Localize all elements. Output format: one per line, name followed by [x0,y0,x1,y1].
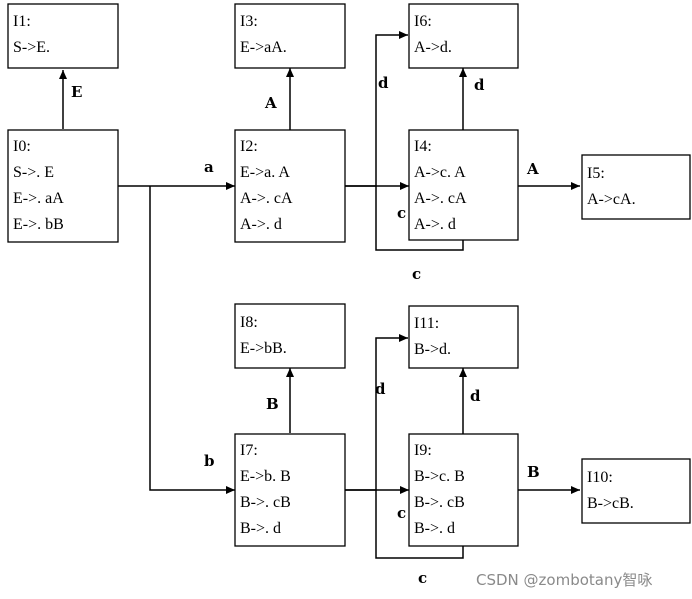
state-i2-item: E->a. A [240,164,290,181]
edge-i7-i11 [345,334,408,491]
state-i0-title: I0: [13,138,31,155]
state-i9-title: I9: [414,442,432,459]
state-i4: I4: A->c. A A->. cA A->. d [408,129,519,241]
state-i8-item: E->bB. [240,340,287,357]
state-i7-title: I7: [240,442,258,459]
state-i11: I11: B->d. [408,305,519,369]
edge-label-i0-i2: a [204,158,214,176]
state-i4-item: A->. cA [414,190,467,207]
state-i4-item: A->c. A [414,164,466,181]
state-i3: I3: E->aA. [234,3,346,69]
state-i5-item: A->cA. [587,191,636,208]
edge-label-i0-i7: b [204,452,215,470]
state-i0: I0: S->. E E->. aA E->. bB [7,129,119,243]
edge-label-i7-i11: d [375,380,386,398]
state-i4-item: A->. d [414,216,456,233]
state-i9: I9: B->c. B B->. cB B->. d [408,433,519,547]
state-i9-item: B->. d [414,520,455,537]
state-i1: I1: S->E. [7,3,119,69]
state-i11-item: B->d. [414,341,451,358]
state-i6-title: I6: [414,13,432,30]
edge-label-i9-self: c [418,569,427,587]
edge-label-i2-i3: A [264,94,277,112]
state-i8-title: I8: [240,314,258,331]
state-i7: I7: E->b. B B->. cB B->. d [234,433,346,547]
edge-label-i9-i11: d [470,387,481,405]
state-i2-title: I2: [240,138,258,155]
edge-label-i4-i6: d [474,76,485,94]
state-i5: I5: A->cA. [581,154,691,220]
watermark-text: CSDN @zombotany智咏 [476,571,652,589]
state-i2-item: A->. cA [240,190,293,207]
state-i3-item: E->aA. [240,39,287,56]
edge-i0-i7 [149,186,235,494]
edge-label-i9-i10: B [527,463,540,481]
edge-label-i2-i4: c [397,204,406,222]
state-i6-item: A->d. [414,39,452,56]
edge-label-i7-i8: B [266,395,279,413]
edge-label-i0-i1: E [71,83,82,101]
state-i2-item: A->. d [240,216,282,233]
edge-label-i4-i5: A [526,160,539,178]
state-i4-title: I4: [414,138,432,155]
state-i6: I6: A->d. [408,3,519,69]
edge-i4-self [375,186,464,251]
state-i8: I8: E->bB. [234,303,346,369]
edge-label-i2-i6: d [378,74,389,92]
state-i5-title: I5: [587,165,605,182]
state-i9-item: B->. cB [414,494,465,511]
state-i10-title: I10: [587,469,613,486]
state-i11-title: I11: [414,315,439,332]
state-i7-item: B->. d [240,520,281,537]
state-i1-item: S->E. [13,39,50,56]
state-i0-item: E->. bB [13,216,64,233]
edge-i2-i6 [345,31,408,187]
state-i9-item: B->c. B [414,468,465,485]
state-i10-item: B->cB. [587,495,634,512]
state-i7-item: E->b. B [240,468,291,485]
state-i7-item: B->. cB [240,494,291,511]
state-i0-item: E->. aA [13,190,64,207]
state-i2: I2: E->a. A A->. cA A->. d [234,129,346,243]
state-i1-title: I1: [13,13,31,30]
edge-i9-self [375,490,464,559]
state-i3-title: I3: [240,13,258,30]
edge-label-i7-i9: c [397,504,406,522]
state-i0-item: S->. E [13,164,54,181]
state-i10: I10: B->cB. [581,458,691,524]
edge-label-i4-self: c [412,265,421,283]
